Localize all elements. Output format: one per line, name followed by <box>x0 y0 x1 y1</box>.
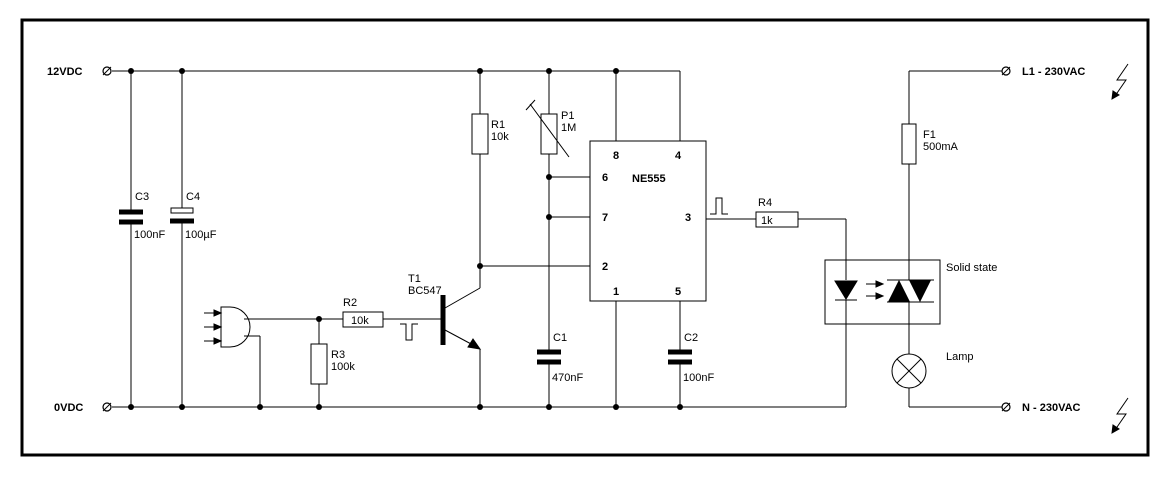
solid-state-relay <box>824 259 941 407</box>
ic-ne555 <box>589 140 707 407</box>
pulse-symbol-out <box>710 197 728 215</box>
c4-ref: C4 <box>186 191 200 203</box>
r3-ref: R3 <box>331 349 345 361</box>
p1-value: 1M <box>561 122 576 134</box>
junction-dots <box>128 68 683 410</box>
c1-ref: C1 <box>553 332 567 344</box>
ic-pin-6: 6 <box>602 172 608 184</box>
capacitor-c2 <box>668 349 692 407</box>
f1-ref: F1 <box>923 129 936 141</box>
lightning-icon <box>1111 63 1129 100</box>
r4-ref: R4 <box>758 197 772 209</box>
top-rail-12v <box>112 70 681 141</box>
potentiometer-p1 <box>525 71 590 350</box>
c4-value: 100µF <box>185 229 217 241</box>
capacitor-c1 <box>537 349 561 407</box>
diagram-frame <box>20 18 1150 457</box>
ic-pin-4: 4 <box>675 150 682 162</box>
mains-wiring <box>901 70 1002 408</box>
transistor-t1 <box>440 287 482 407</box>
resistor-r2 <box>342 311 441 328</box>
r1-ref: R1 <box>491 119 505 131</box>
c3-value: 100nF <box>134 229 165 241</box>
capacitor-c4 <box>170 71 194 407</box>
r3-value: 100k <box>331 361 355 373</box>
ic-pin-7: 7 <box>602 212 608 224</box>
resistor-r3 <box>310 319 328 407</box>
terminal-label-n: N - 230VAC <box>1022 402 1081 414</box>
ic-pin-8: 8 <box>613 150 619 162</box>
r4-value: 1k <box>761 215 773 227</box>
p1-ref: P1 <box>561 110 574 122</box>
t1-ref: T1 <box>408 273 421 285</box>
pulse-symbol-t1 <box>400 323 418 341</box>
ic-pin-2: 2 <box>602 261 608 273</box>
ssr-label: Solid state <box>946 262 997 274</box>
r2-ref: R2 <box>343 297 357 309</box>
ic-pin-3: 3 <box>685 212 691 224</box>
terminal-label-0vdc: 0VDC <box>54 402 83 414</box>
capacitor-c3 <box>119 71 143 407</box>
t1-value: BC547 <box>408 285 442 297</box>
ir-receiver <box>204 306 343 407</box>
ic-name: NE555 <box>632 173 666 185</box>
ic-pin-1: 1 <box>613 286 619 298</box>
c2-value: 100nF <box>683 372 714 384</box>
lightning-icon <box>1111 397 1129 434</box>
r2-value: 10k <box>351 315 369 327</box>
r1-value: 10k <box>491 131 509 143</box>
lamp <box>891 353 927 389</box>
ic-pin-5: 5 <box>675 286 681 298</box>
f1-value: 500mA <box>923 141 959 153</box>
c2-ref: C2 <box>684 332 698 344</box>
resistor-r1 <box>471 71 590 288</box>
c3-ref: C3 <box>135 191 149 203</box>
c1-value: 470nF <box>552 372 583 384</box>
terminal-label-12vdc: 12VDC <box>47 66 83 78</box>
terminal-label-l1: L1 - 230VAC <box>1022 66 1085 78</box>
lamp-label: Lamp <box>946 351 974 363</box>
